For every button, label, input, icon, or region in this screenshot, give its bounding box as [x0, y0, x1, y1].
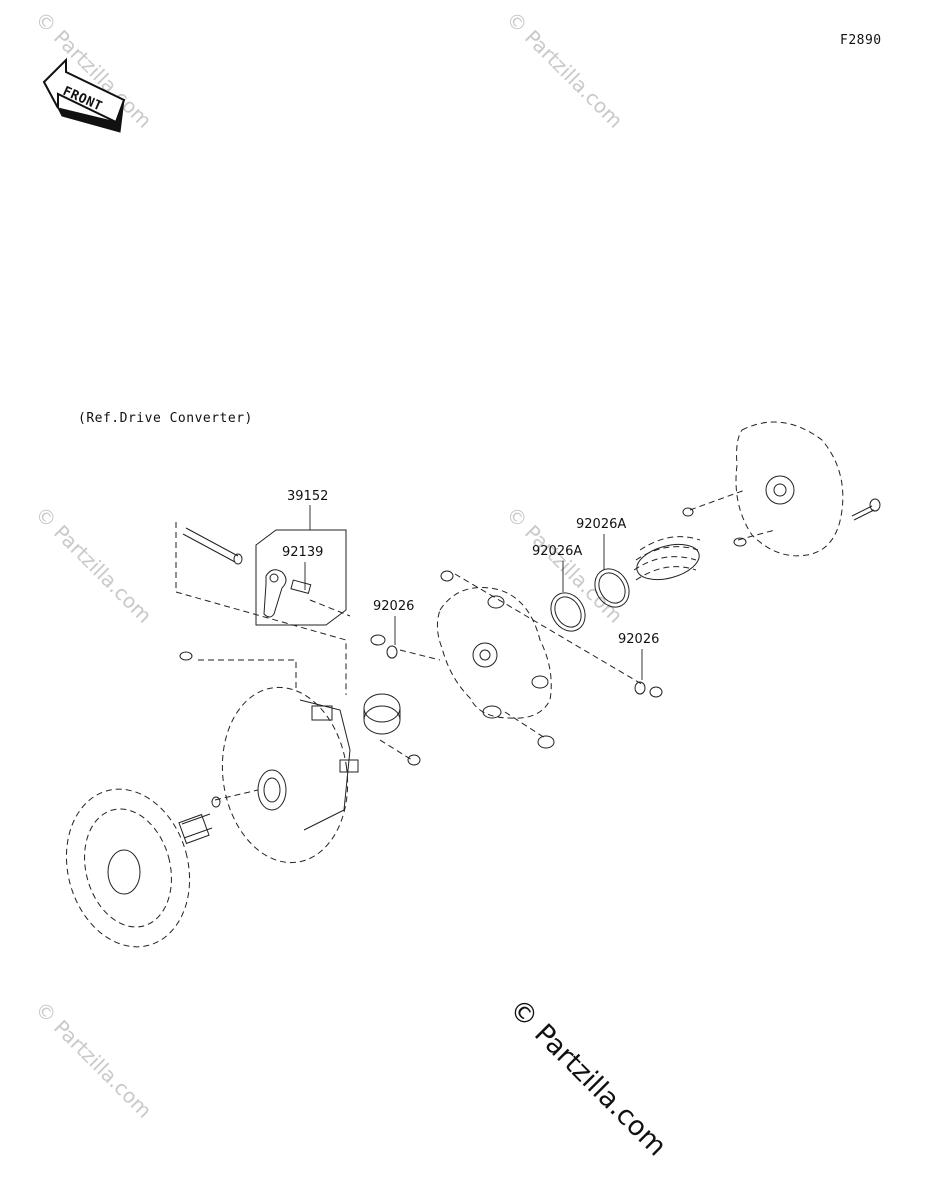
small-hardware: [179, 507, 747, 766]
watermark-bottom-left: © Partzilla.com: [30, 997, 156, 1123]
watermark-top-center: © Partzilla.com: [501, 7, 627, 133]
part-label-92026a-mid: 92026A: [532, 544, 582, 559]
watermark-group: © Partzilla.com © Partzilla.com © Partzi…: [30, 7, 672, 1163]
alignment-lines: [175, 489, 776, 801]
watermark-top-left: © Partzilla.com: [30, 7, 156, 133]
part-label-92026-left: 92026: [373, 599, 414, 614]
part-label-39152: 39152: [287, 489, 328, 504]
part-label-92026a-right: 92026A: [576, 517, 626, 532]
spider-part: [436, 587, 552, 719]
pin-part-top: [182, 527, 243, 565]
bushing-part: [363, 693, 401, 735]
reference-note: (Ref.Drive Converter): [78, 411, 253, 426]
spring-part: [633, 536, 701, 581]
weight-arm-part: [263, 569, 312, 618]
watermark-mid-left: © Partzilla.com: [30, 502, 156, 628]
part-label-92026-right: 92026: [618, 632, 659, 647]
watermark-bottom-center: © Partzilla.com: [503, 993, 672, 1162]
movable-sheave-part: [221, 686, 359, 864]
part-label-92139: 92139: [282, 545, 323, 560]
leader-lines: [304, 505, 643, 680]
kit-box-39152: [255, 529, 347, 626]
diagram-code: F2890: [840, 33, 882, 48]
fixed-sheave-part: [65, 788, 221, 948]
o-ring-parts: [550, 568, 630, 632]
bolt-part-right: [851, 498, 881, 521]
cover-part: [735, 421, 844, 557]
